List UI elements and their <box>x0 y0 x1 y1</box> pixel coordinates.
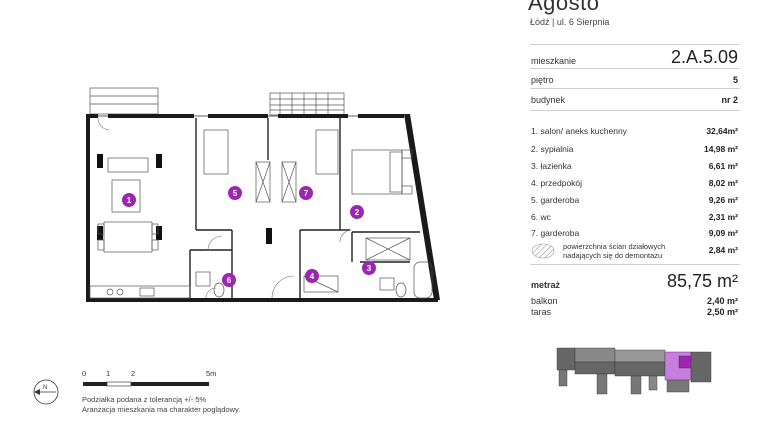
columns <box>97 154 272 244</box>
floor-value: 5 <box>732 75 738 85</box>
divider <box>530 44 740 45</box>
room-label: 2. sypialnia <box>531 144 574 154</box>
furniture <box>89 129 433 299</box>
room-area: 2,31 m² <box>708 212 738 222</box>
divider <box>530 264 740 265</box>
room-area: 9,26 m² <box>708 195 738 205</box>
room-label: 4. przedpokój <box>531 178 583 188</box>
hatch-swatch-icon <box>531 243 555 259</box>
divider <box>530 68 740 69</box>
svg-text:1: 1 <box>127 196 132 205</box>
svg-text:2: 2 <box>355 208 360 217</box>
scale-tick-label: 1 <box>106 369 111 378</box>
scale-tick-label: 5m <box>206 369 217 378</box>
total-area-label: metraż <box>531 280 561 290</box>
balcony <box>89 87 159 115</box>
outer-walls <box>86 114 440 302</box>
room-area: 8,02 m² <box>708 178 738 188</box>
doors <box>97 117 353 299</box>
tolerance-note: Podziałka podana z tolerancją +/- 5% <box>82 395 207 404</box>
room-label: 3. łazienka <box>531 161 572 171</box>
scale-tick-label: 2 <box>131 369 136 378</box>
terrace-label: taras <box>531 307 552 317</box>
scale-tick-label: 0 <box>82 369 87 378</box>
balcony-area: 2,40 m² <box>706 296 738 306</box>
arrangement-note: Aranżacja mieszkania ma charakter pogląd… <box>82 405 241 414</box>
room-label: 5. garderoba <box>531 195 580 205</box>
terrace-area: 2,50 m² <box>706 307 738 317</box>
room-label: 7. garderoba <box>531 228 580 238</box>
compass-icon: N <box>33 379 59 405</box>
svg-text:7: 7 <box>304 189 309 198</box>
address: Łódź | ul. 6 Sierpnia <box>530 17 610 27</box>
room-area: 6,61 m² <box>708 161 738 171</box>
room-area: 9,09 m² <box>708 228 738 238</box>
divider <box>530 110 740 111</box>
inner-walls <box>189 118 420 298</box>
apartment-label: mieszkanie <box>531 56 577 66</box>
floor-label: piętro <box>531 75 554 85</box>
building-site-plan <box>556 347 712 395</box>
total-area-value: 85,75 m² <box>666 271 738 291</box>
floor-plan: 1 2 3 4 5 6 7 <box>86 87 440 302</box>
terrace <box>269 92 345 116</box>
room-label: 1. salon/ aneks kuchenny <box>531 126 627 136</box>
divider <box>530 88 740 89</box>
demolishable-walls-area: 2,84 m² <box>708 245 738 255</box>
building-value: nr 2 <box>721 95 738 105</box>
balcony-label: balkon <box>531 296 558 306</box>
room-label: 6. wc <box>531 212 551 222</box>
svg-text:3: 3 <box>367 264 372 273</box>
room-markers: 1 2 3 4 5 6 7 <box>122 186 376 287</box>
room-area: 32,64m² <box>706 126 738 136</box>
scale-bar <box>83 381 209 387</box>
demolishable-walls-label: powierzchnia ścian działowych nadających… <box>563 242 666 260</box>
svg-text:5: 5 <box>233 189 238 198</box>
apartment-number: 2.A.5.09 <box>670 47 738 67</box>
svg-text:4: 4 <box>310 272 315 281</box>
svg-text:N: N <box>43 385 47 391</box>
svg-text:6: 6 <box>227 276 232 285</box>
building-label: budynek <box>531 95 566 105</box>
project-title: Agosto <box>528 0 600 15</box>
room-area: 14,98 m² <box>703 144 738 154</box>
